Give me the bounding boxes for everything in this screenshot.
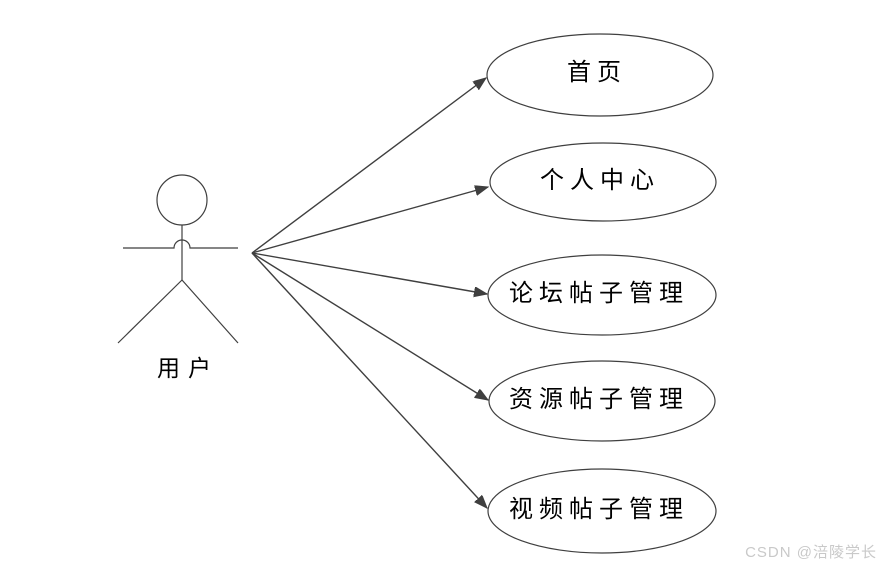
use-case-home: 首页 (486, 33, 714, 117)
use-case-home-label: 首页 (567, 59, 627, 86)
use-case-video-posts-label: 视频帖子管理 (509, 496, 689, 523)
actor-head (156, 174, 208, 226)
use-case-resource-posts-label: 资源帖子管理 (509, 386, 689, 413)
actor-label: 用户 (157, 356, 219, 381)
arrow-to-forum-posts (251, 252, 487, 294)
actor-user-figure (117, 174, 239, 344)
use-case-forum-posts-ellipse (487, 254, 717, 336)
association-arrows (251, 78, 488, 508)
use-case-resource-posts: 资源帖子管理 (488, 360, 716, 442)
arrow-to-personal-center (251, 187, 488, 254)
arrow-to-home (251, 78, 486, 254)
use-case-resource-posts-ellipse (488, 360, 716, 442)
actor-leg-right (181, 279, 239, 344)
use-case-personal-center: 个人中心 (489, 142, 717, 222)
actor-leg-left (117, 279, 183, 344)
arrow-to-resource-posts (251, 252, 488, 400)
actor-arms (123, 239, 238, 249)
use-case-home-ellipse (486, 33, 714, 117)
use-case-video-posts-ellipse (487, 468, 717, 554)
use-case-personal-center-ellipse (489, 142, 717, 222)
use-case-personal-center-label: 个人中心 (540, 167, 660, 194)
use-case-forum-posts-label: 论坛帖子管理 (509, 280, 689, 307)
use-case-forum-posts: 论坛帖子管理 (487, 254, 717, 336)
watermark: CSDN @涪陵学长 (745, 541, 877, 562)
watermark-text: CSDN @涪陵学长 (745, 544, 877, 561)
arrow-to-video-posts (251, 252, 487, 508)
use-case-video-posts: 视频帖子管理 (487, 468, 717, 554)
